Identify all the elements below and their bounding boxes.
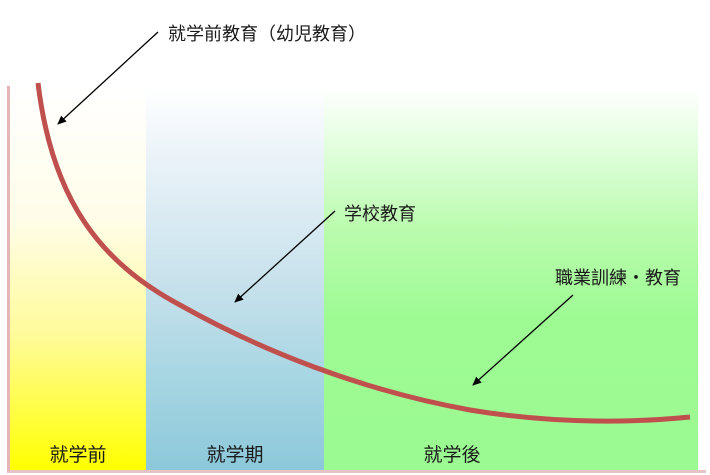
arrow-preschool [57, 31, 159, 125]
diagram-frame [7, 86, 706, 473]
arrow-school [234, 210, 336, 303]
band-school-period [146, 86, 324, 470]
annotation-vocational-training: 職業訓練・教育 [555, 268, 681, 289]
band-label-preschool: 就学前 [49, 444, 107, 466]
annotation-school-education: 学校教育 [344, 204, 416, 225]
annotation-preschool-education: 就学前教育（幼児教育） [168, 24, 366, 45]
investment-curve [35, 82, 691, 424]
arrow-vocational [472, 294, 574, 386]
band-label-school-period: 就学期 [206, 444, 264, 466]
band-preschool [10, 86, 146, 470]
band-label-post-school: 就学後 [423, 444, 481, 466]
band-post-school [324, 86, 698, 470]
